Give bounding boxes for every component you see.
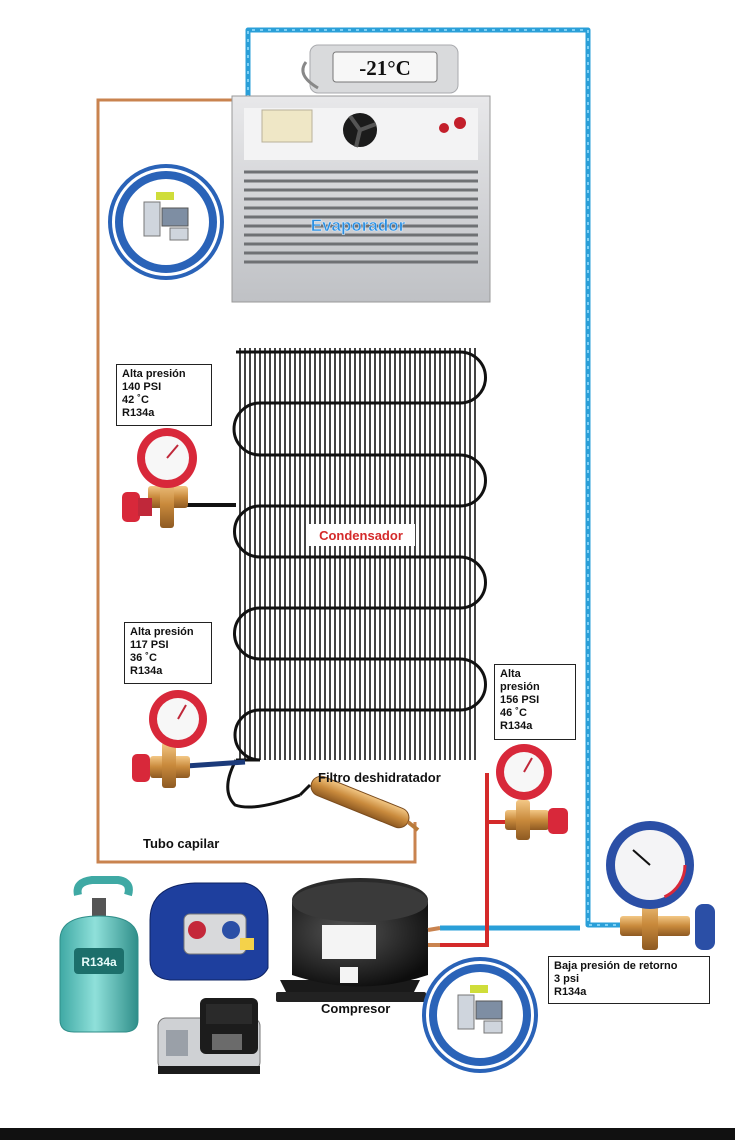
condenser: Condensador (232, 348, 487, 762)
capillary-label: Tubo capilar (143, 836, 219, 851)
gauge-box-return: Baja presión de retorno 3 psi R134a (548, 956, 710, 1004)
recovery-machine (149, 882, 269, 981)
condenser-outlet (226, 759, 301, 809)
gauge-box-right: Alta presión 156 PSI 46 ˚C R134a (494, 664, 576, 740)
condenser-label: Condensador (319, 528, 403, 543)
high-pressure-gauge-right (496, 744, 568, 840)
filter-drier (298, 775, 420, 832)
compressor (276, 878, 441, 1002)
compressor-label: Compresor (321, 1001, 390, 1016)
vacuum-pump (157, 998, 261, 1074)
company-logo (108, 164, 224, 280)
company-logo-bottom (422, 957, 538, 1073)
filter-label: Filtro deshidratador (318, 770, 441, 785)
thermostat: -21°C (301, 44, 459, 94)
evaporator: Evaporador (231, 95, 491, 303)
gauge-box-top: Alta presión 140 PSI 42 ˚C R134a (116, 364, 212, 426)
discharge-line (440, 773, 489, 947)
low-pressure-gauge (606, 821, 715, 950)
high-pressure-gauge-top (122, 428, 236, 528)
thermostat-display: -21°C (359, 56, 411, 80)
bottom-bar (0, 1128, 735, 1140)
refrigerant-tank-label: R134a (81, 955, 117, 969)
suction-line (245, 27, 625, 931)
gauge-box-middle: Alta presión 117 PSI 36 ˚C R134a (124, 622, 212, 684)
refrigerant-tank: R134a (59, 876, 139, 1033)
capillary-line (96, 98, 417, 864)
evaporator-label: Evaporador (311, 216, 406, 235)
high-pressure-gauge-middle (132, 690, 246, 788)
